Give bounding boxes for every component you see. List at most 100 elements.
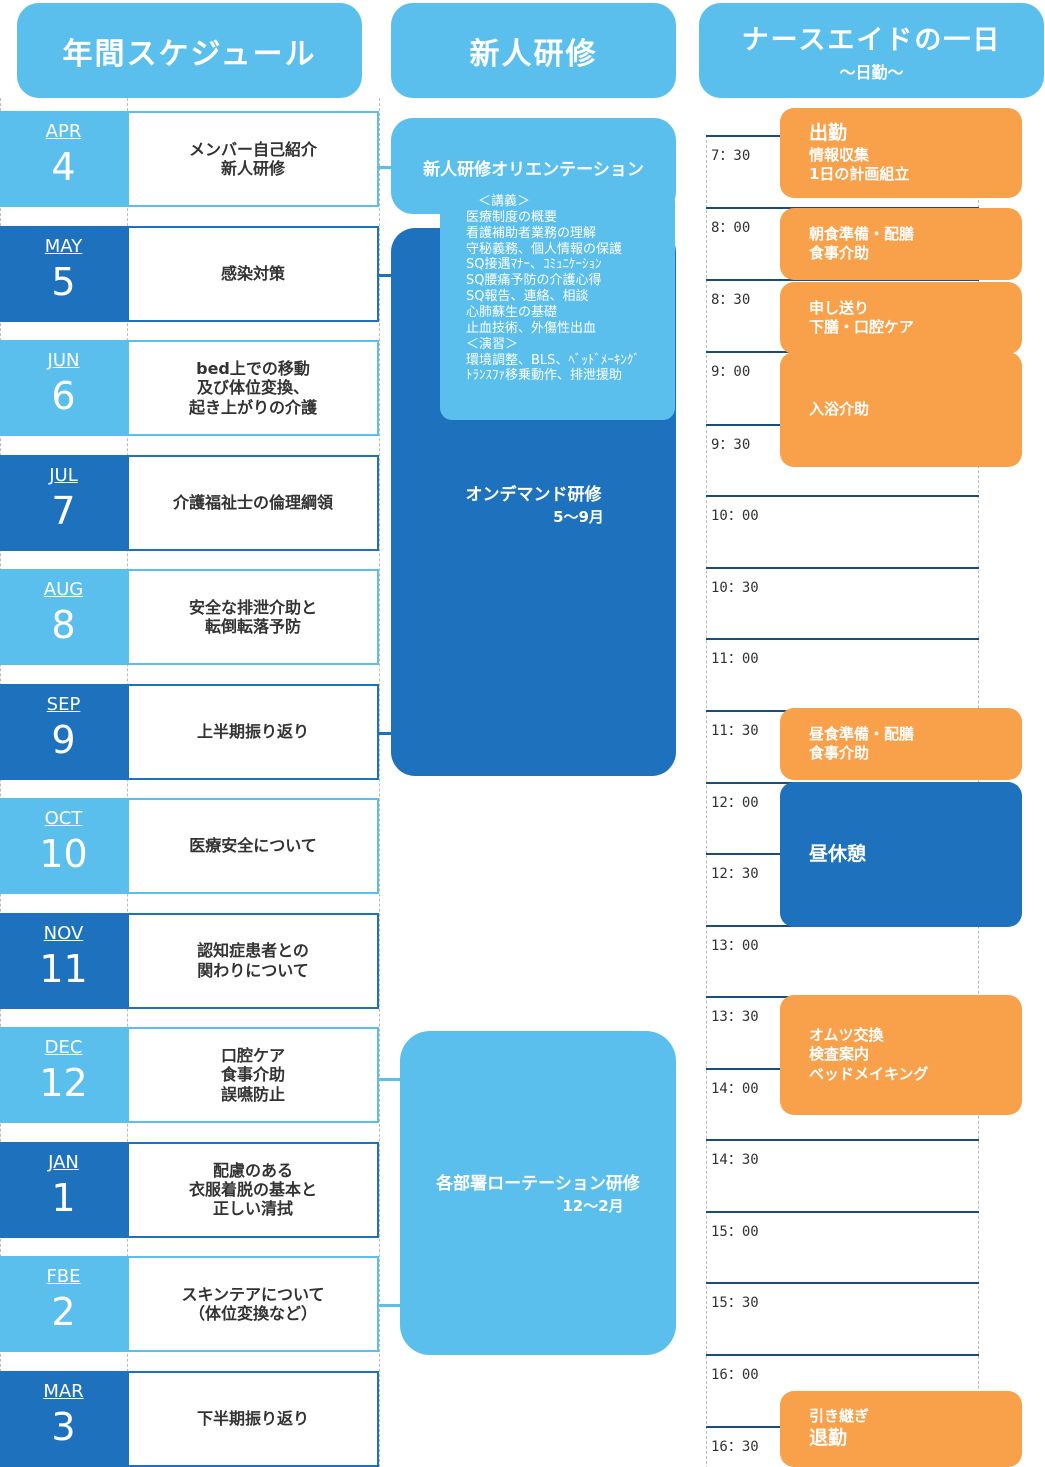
month-abbr: MAR [43,1380,84,1402]
month-topic: 配慮のある 衣服着脱の基本と 正しい清拭 [127,1141,379,1238]
lecture-item: SQ腰痛予防の介護心得 [466,273,602,289]
lecture-item: SQ報告、連絡、相談 [466,289,589,305]
event-line: 情報収集 [809,145,870,164]
month-abbr: SEP [46,693,81,715]
time-gridline [706,1139,979,1141]
event-line: ベッドメイキング [809,1064,929,1083]
event-line: 昼食準備・配膳 [809,724,915,743]
time-gridline [706,1211,979,1213]
lecture-item: 環境調整、BLS、ﾍﾞｯﾄﾞﾒｰｷﾝｸﾞ [466,352,640,368]
month-number: 7 [51,488,76,533]
time-label: 15：00 [711,1224,759,1240]
month-abbr: JAN [48,1151,79,1173]
event-line: 引き継ぎ [809,1406,870,1425]
day-header-subtitle: ～日勤～ [839,63,904,82]
month-number: 10 [39,832,88,876]
time-label: 12：30 [711,866,759,882]
month-abbr: NOV [43,922,84,944]
time-label: 16：00 [711,1367,759,1383]
month-topic: 安全な排泄介助と 転倒転落予防 [127,569,379,665]
month-topic: スキンテアについて （体位変換など） [127,1256,379,1352]
month-number: 11 [39,946,88,991]
time-label: 9：00 [711,364,751,380]
lecture-item: 看護補助者業務の理解 [466,225,597,241]
time-label: 12：00 [711,795,759,811]
schedule-event: 入浴介助 [780,352,1022,467]
connector-apr [379,166,393,169]
time-gridline [706,279,979,281]
time-label: 15：30 [711,1295,759,1311]
month-abbr: AUG [43,579,84,600]
month-badge: FBE 2 [0,1256,127,1352]
training-header-title: 新人研修 [469,36,598,72]
connector-sep [379,732,393,735]
day-header: ナースエイドの一日 ～日勤～ [699,3,1044,98]
event-line: 昼休憩 [809,843,867,866]
schedule-event: 朝食準備・配膳食事介助 [780,208,1022,280]
time-gridline [706,638,979,640]
schedule-header: 年間スケジュール [17,3,362,98]
rotation-block: 各部署ローテーション研修 12～2月 [400,1031,676,1355]
month-number: 2 [51,1290,76,1334]
time-label: 16：30 [711,1439,759,1455]
month-topic: 介護福祉士の倫理綱領 [127,454,379,551]
time-label: 8：00 [711,220,751,236]
month-topic: bed上での移動 及び体位変換、 起き上がりの介護 [127,340,379,436]
time-gridline [706,1282,979,1284]
rotation-title: 各部署ローテーション研修 [436,1174,640,1194]
month-topic: 認知症患者との 関わりについて [127,912,379,1009]
lecture-item: ＜講義＞ [478,194,531,209]
event-line: 1日の計画組立 [809,165,910,184]
month-topic: 上半期振り返り [127,683,379,780]
month-number: 9 [51,717,76,762]
event-line: 検査案内 [809,1045,870,1064]
event-line: 朝食準備・配膳 [809,224,915,243]
event-line: 入浴介助 [809,399,870,418]
month-abbr: JUN [47,350,80,371]
event-line: 申し送り [809,298,870,317]
timeline-left-guide [706,135,707,1467]
month-abbr: FBE [46,1266,81,1287]
month-topic: 口腔ケア 食事介助 誤嚥防止 [127,1027,379,1123]
month-abbr: MAY [44,235,83,257]
lecture-item: 止血技術、外傷性出血 [466,320,597,336]
schedule-left-guide [0,98,1,1467]
training-header: 新人研修 [391,3,676,98]
event-line: 食事介助 [809,244,870,262]
lecture-item: 心肺蘇生の基礎 [466,305,558,321]
event-line: オムツ交換 [809,1025,884,1044]
ondemand-period: 5～9月 [553,508,604,526]
month-topic: 感染対策 [127,225,379,322]
connector-fbe [379,1304,401,1307]
rotation-period: 12～2月 [562,1197,624,1215]
schedule-event: 引き継ぎ退勤 [780,1391,1022,1467]
day-header-title: ナースエイドの一日 [741,25,1002,56]
schedule-event: 昼休憩 [780,782,1022,927]
time-label: 11：00 [711,651,759,667]
ondemand-title: オンデマンド研修 [465,485,602,505]
event-line: 出勤 [809,122,848,145]
time-label: 10：30 [711,580,759,596]
schedule-header-title: 年間スケジュール [62,36,317,72]
schedule-event: 申し送り下膳・口腔ケア [780,282,1022,354]
event-line: 食事介助 [809,744,870,762]
orientation-title: 新人研修オリエンテーション [423,160,644,180]
lecture-item: ﾄﾗﾝｽﾌｧ移乗動作、排泄援助 [466,368,623,384]
month-number: 1 [51,1175,76,1220]
lecture-item: ＜演習＞ [466,336,519,352]
